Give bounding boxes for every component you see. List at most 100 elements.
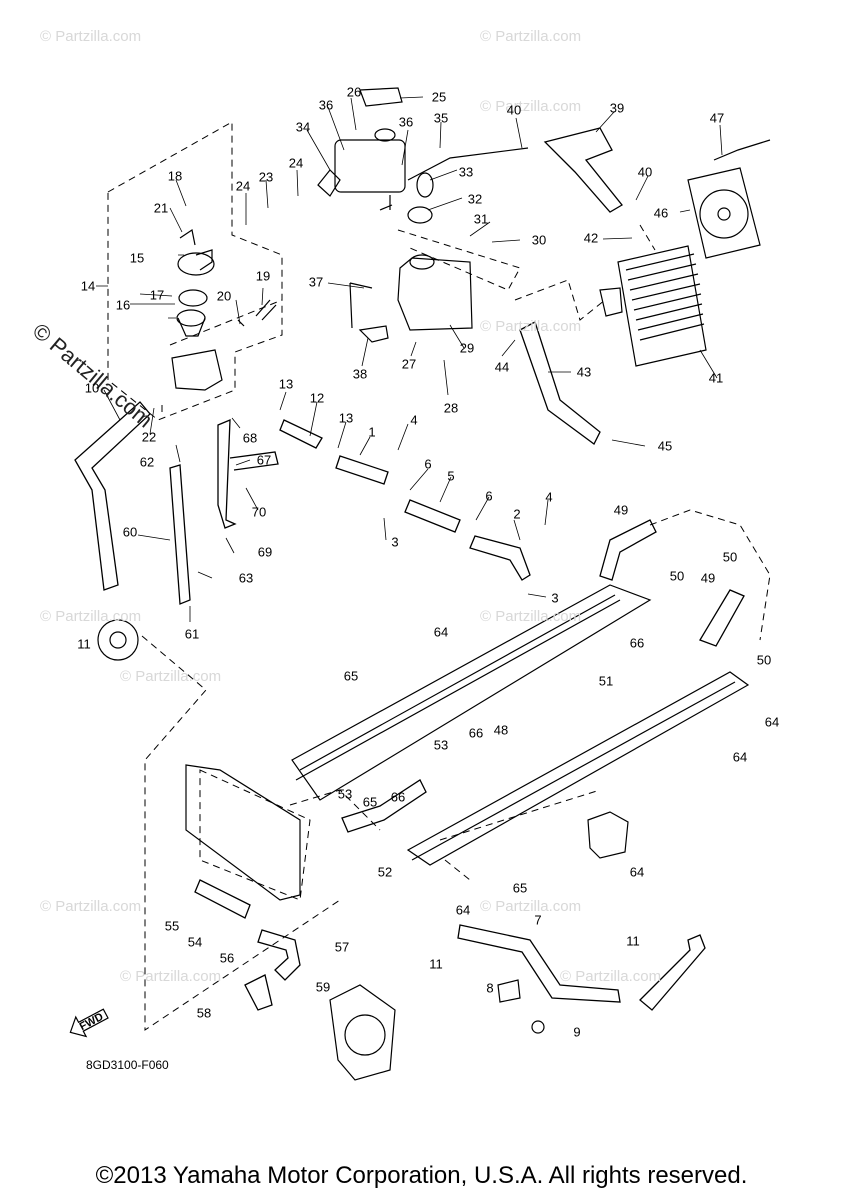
callout: 66 — [390, 789, 406, 805]
callout: 39 — [609, 100, 625, 116]
watermark: © Partzilla.com — [40, 28, 142, 45]
brackets — [497, 811, 629, 1034]
callout: 50 — [756, 652, 772, 668]
callout: 61 — [184, 626, 200, 642]
callout: 54 — [187, 934, 203, 950]
callout: 37 — [308, 274, 324, 290]
watermark: © Partzilla.com — [480, 28, 582, 45]
callout: 4 — [545, 489, 553, 505]
callout: 7 — [534, 912, 542, 928]
callout: 2 — [513, 506, 521, 522]
watermark: © Partzilla.com — [120, 968, 222, 985]
callout: 22 — [141, 429, 157, 445]
watermark: © Partzilla.com — [480, 318, 582, 335]
callout: 13 — [338, 410, 354, 426]
callout: 43 — [576, 364, 592, 380]
callout: 64 — [433, 624, 449, 640]
callout: 40 — [506, 102, 522, 118]
watermark: © Partzilla.com — [560, 968, 662, 985]
callout: 24 — [288, 155, 304, 171]
callout: 6 — [424, 456, 432, 472]
callout: 49 — [613, 502, 629, 518]
callout: 36 — [318, 97, 334, 113]
callout: 17 — [149, 287, 165, 303]
callout: 64 — [732, 749, 748, 765]
callout: 8 — [486, 980, 494, 996]
callout: 65 — [362, 794, 378, 810]
callout: 64 — [764, 714, 780, 730]
callout: 68 — [242, 430, 258, 446]
callout: 31 — [473, 211, 489, 227]
callout: 12 — [309, 390, 325, 406]
callout: 51 — [598, 673, 614, 689]
callout: 24 — [235, 178, 251, 194]
callout: 11 — [626, 933, 640, 949]
callout: 70 — [251, 504, 267, 520]
callout: 18 — [167, 168, 183, 184]
callout: 3 — [551, 590, 559, 606]
callout: 6 — [485, 488, 493, 504]
callout: 65 — [343, 668, 359, 684]
callout: 1 — [368, 424, 376, 440]
callout: 58 — [196, 1005, 212, 1021]
watermark: © Partzilla.com — [40, 898, 142, 915]
leader-lines — [96, 96, 723, 622]
watermark: © Partzilla.com — [40, 608, 142, 625]
reservoir-assembly — [317, 87, 529, 224]
callout: 64 — [455, 902, 471, 918]
callout: 16 — [115, 297, 131, 313]
coolant-bottle — [349, 254, 473, 343]
radiator — [599, 245, 707, 367]
dashed-group-outlines — [107, 121, 771, 1031]
callout: 19 — [255, 268, 271, 284]
heat-exchanger-rails — [185, 584, 750, 901]
callout: 3 — [391, 534, 399, 550]
callout: 60 — [122, 524, 138, 540]
callout: 42 — [583, 230, 599, 246]
callout: 14 — [80, 278, 96, 294]
callout: 50 — [722, 549, 738, 565]
callout: 66 — [629, 635, 645, 651]
drawing-code: 8GD3100-F060 — [86, 1058, 169, 1072]
callout: 36 — [398, 114, 414, 130]
watermark: © Partzilla.com — [480, 608, 582, 625]
watermark: © Partzilla.com — [120, 668, 222, 685]
cooling-fan — [687, 139, 771, 259]
callout: 34 — [295, 119, 311, 135]
callout: 35 — [433, 110, 449, 126]
callout: 40 — [637, 164, 653, 180]
callout: 26 — [346, 84, 362, 100]
callout: 15 — [129, 250, 145, 266]
callout: 25 — [431, 89, 447, 105]
copyright-notice: ©2013 Yamaha Motor Corporation, U.S.A. A… — [95, 1162, 748, 1189]
callout: 62 — [139, 454, 155, 470]
callout: 48 — [493, 722, 509, 738]
callout: 49 — [700, 570, 716, 586]
callout: 10 — [84, 380, 100, 396]
callout: 65 — [512, 880, 528, 896]
watermark: © Partzilla.com — [480, 98, 582, 115]
callout: 63 — [238, 570, 254, 586]
callout: 13 — [278, 376, 294, 392]
callout: 5 — [447, 468, 455, 484]
callout: 64 — [629, 864, 645, 880]
callout: 50 — [669, 568, 685, 584]
callout: 53 — [433, 737, 449, 753]
callout: 27 — [401, 356, 417, 372]
callout: 59 — [315, 979, 331, 995]
callout: 21 — [153, 200, 169, 216]
callout: 56 — [219, 950, 235, 966]
callout: 45 — [657, 438, 673, 454]
callout: 55 — [164, 918, 180, 934]
water-pump-units — [97, 619, 396, 1081]
callout: 57 — [334, 939, 350, 955]
callout: 30 — [531, 232, 547, 248]
callout: 33 — [458, 164, 474, 180]
callout: 9 — [573, 1024, 581, 1040]
callout: 41 — [708, 370, 724, 386]
callout: 66 — [468, 725, 484, 741]
callout: 52 — [377, 864, 393, 880]
thermostat-assembly — [171, 229, 277, 391]
